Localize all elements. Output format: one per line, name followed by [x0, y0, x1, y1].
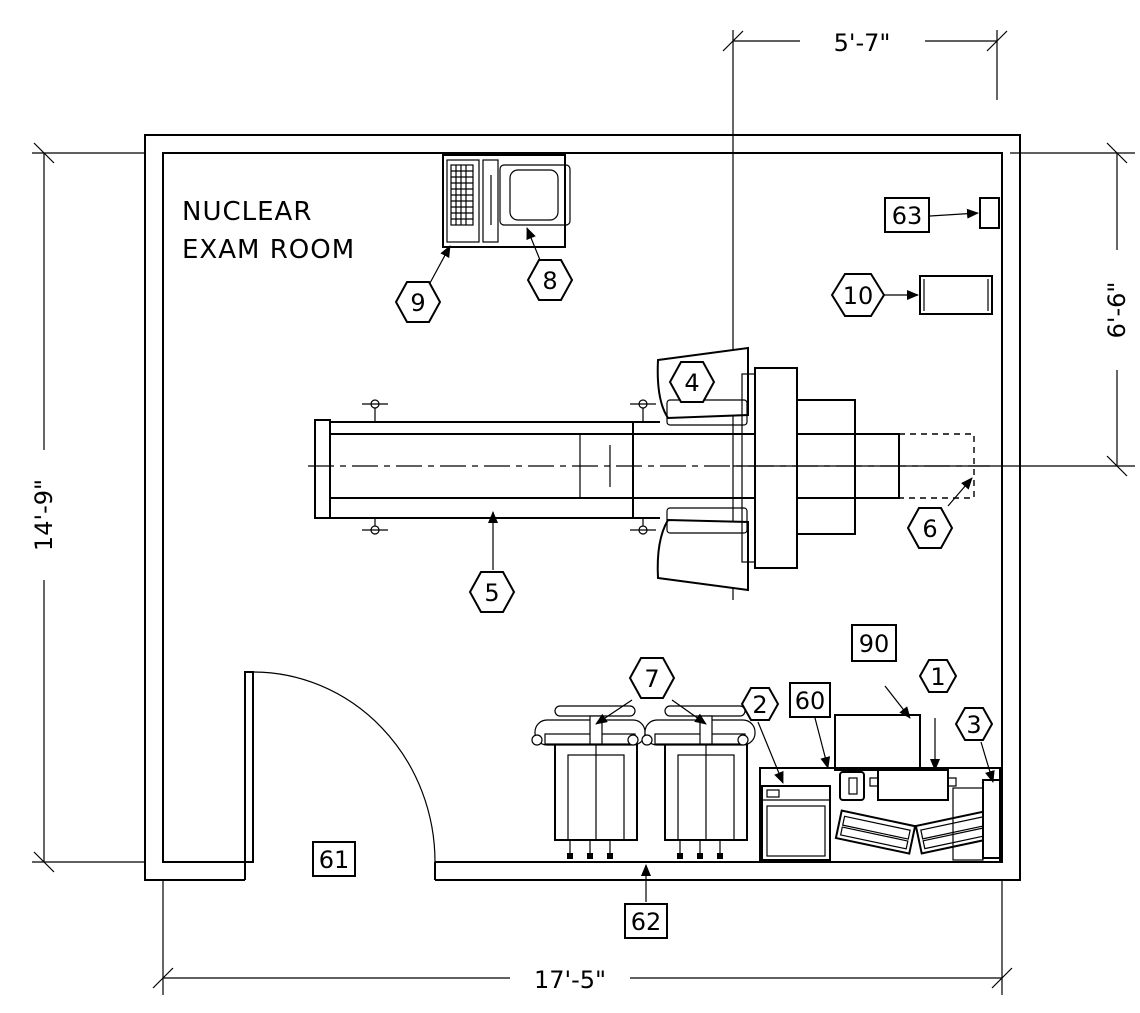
- box-tag-63: 63: [884, 197, 930, 233]
- dimension-right-label: 6'-6": [1103, 282, 1131, 339]
- wall-device-63: [979, 197, 1000, 229]
- box-tag-90: 90: [851, 624, 897, 662]
- dimension-left: 14'-9": [30, 142, 145, 873]
- dimension-top: 5'-7": [722, 29, 1008, 600]
- hex-tag-10: 10: [830, 273, 886, 317]
- box-tag-90-label: 90: [859, 630, 890, 658]
- hex-tag-8-label: 8: [542, 267, 557, 295]
- hex-tag-3-label: 3: [966, 711, 981, 739]
- dimension-bottom-label: 17'-5": [534, 966, 606, 994]
- hex-tag-6-label: 6: [922, 515, 937, 543]
- dimension-left-label: 14'-9": [30, 479, 58, 551]
- hex-tag-4: 4: [668, 361, 716, 403]
- room-label: NUCLEAR EXAM ROOM: [182, 197, 355, 265]
- box-tag-62: 62: [624, 903, 668, 939]
- box-tag-61: 61: [312, 841, 356, 877]
- hex-tag-10-label: 10: [843, 282, 874, 310]
- hex-tag-2-label: 2: [752, 691, 767, 719]
- storage-cabinet-10: [919, 275, 993, 315]
- room-label-line1: NUCLEAR: [182, 197, 312, 227]
- dimension-bottom: 17'-5": [152, 880, 1013, 995]
- hex-tag-9: 9: [394, 281, 442, 323]
- hex-tag-7: 7: [628, 657, 676, 699]
- hex-tag-8: 8: [526, 259, 574, 301]
- box-tag-60-label: 60: [795, 687, 826, 715]
- hex-tag-4-label: 4: [684, 369, 699, 397]
- hex-tag-2: 2: [740, 687, 780, 721]
- leader-lines: [429, 208, 995, 902]
- hex-tag-9-label: 9: [410, 289, 425, 317]
- hex-tag-1: 1: [918, 659, 958, 693]
- door: [244, 671, 436, 863]
- console-grid: [450, 164, 474, 226]
- box-tag-63-label: 63: [892, 202, 923, 230]
- hex-tag-1-label: 1: [930, 663, 945, 691]
- dimension-right: 6'-6": [733, 142, 1135, 477]
- hex-tag-5-label: 5: [484, 579, 499, 607]
- cart-left: [531, 705, 646, 859]
- patient-table: [314, 399, 756, 535]
- acquisition-workstation: [759, 714, 1001, 863]
- cart-right: [641, 705, 756, 859]
- hex-tag-7-label: 7: [644, 665, 659, 693]
- hex-tag-5: 5: [468, 571, 516, 613]
- hex-tag-3: 3: [954, 707, 994, 741]
- box-tag-61-label: 61: [319, 846, 350, 874]
- patient-chair-equipment: [442, 154, 571, 248]
- dimension-top-label: 5'-7": [834, 29, 891, 57]
- table-handles: [362, 399, 656, 535]
- hex-tag-6: 6: [906, 507, 954, 549]
- room-label-line2: EXAM ROOM: [182, 235, 355, 265]
- box-tag-60: 60: [789, 682, 831, 718]
- box-tag-62-label: 62: [631, 908, 662, 936]
